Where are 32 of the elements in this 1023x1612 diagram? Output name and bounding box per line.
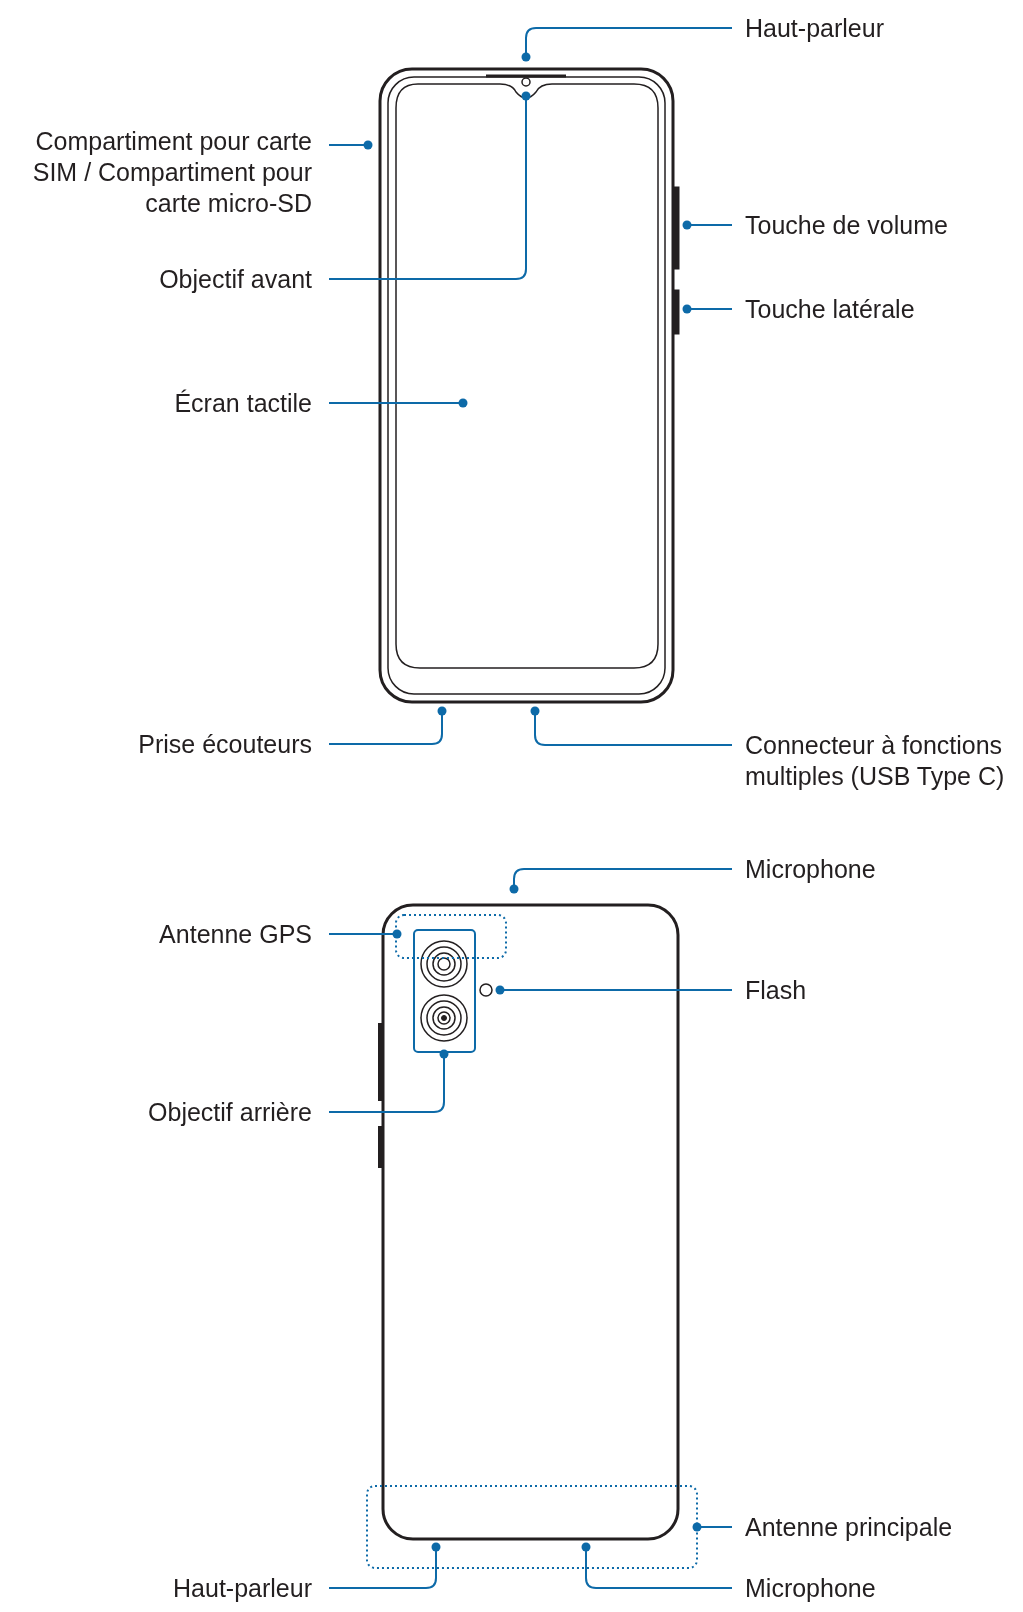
part-label: Objectif avant (159, 264, 312, 295)
leader-line (328, 140, 373, 150)
part-label: Écran tactile (174, 388, 312, 419)
phone-back-drawing (366, 903, 698, 1569)
leader-line (495, 985, 733, 995)
part-label: Prise écouteurs (138, 729, 312, 760)
part-label: Haut-parleur (745, 13, 884, 44)
leader-line (682, 220, 733, 230)
part-label: Antenne principale (745, 1512, 953, 1543)
part-label: Haut-parleur (173, 1573, 312, 1604)
phone-front-drawing (378, 67, 680, 704)
part-label: Compartiment pour carte SIM / Compartiment pour carte micro-SD (12, 126, 312, 219)
leader-line (328, 929, 402, 939)
leader-line (692, 1522, 733, 1532)
leader-line (509, 868, 733, 894)
leader-line (328, 1542, 441, 1589)
part-label: Microphone (745, 854, 876, 885)
part-label: Flash (745, 975, 807, 1006)
part-label: Touche de volume (745, 210, 948, 241)
leader-line (328, 91, 531, 280)
leader-line (682, 304, 733, 314)
leader-line (581, 1542, 733, 1589)
leader-line (530, 706, 733, 746)
part-label: Objectif arrière (148, 1097, 312, 1128)
part-label: Connecteur à fonctions multiples (USB Type C) (745, 730, 1020, 792)
leader-line (328, 1049, 449, 1113)
part-label: Touche latérale (745, 294, 915, 325)
leader-line (521, 27, 733, 62)
part-label: Microphone (745, 1573, 876, 1604)
part-label: Antenne GPS (159, 919, 312, 950)
leader-line (328, 706, 447, 745)
leader-line (328, 398, 468, 408)
